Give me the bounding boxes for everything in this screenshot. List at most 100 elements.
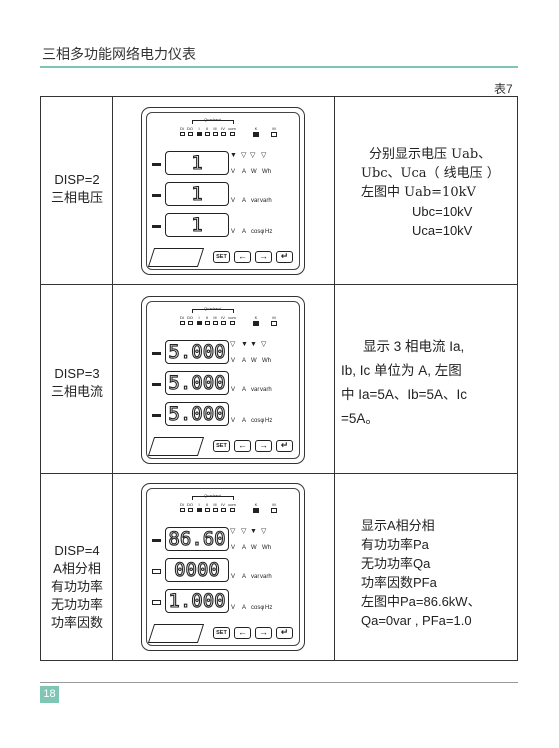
status-indicator: III <box>211 315 219 325</box>
set-button: SET <box>213 627 230 639</box>
indicator-segment <box>196 132 202 136</box>
unit-label: Wh <box>262 358 271 364</box>
description-line: 无功功率Qa <box>361 556 431 571</box>
indicator-label: IV <box>221 315 225 320</box>
left-arrow-button: ← <box>234 627 251 639</box>
m-indicator: M <box>270 126 278 137</box>
sign-segment <box>152 194 161 197</box>
hollow-triangle-icon: ▽ <box>241 152 247 159</box>
unit-label: var <box>251 387 260 393</box>
lcd-digits: 1 0.00 <box>165 151 229 175</box>
indicator-label: DO <box>187 126 193 131</box>
page-header-title: 三相多功能网络电力仪表 <box>42 46 196 62</box>
unit-labels: V▽A▽W▼Wh▽ <box>230 527 283 553</box>
unit-label: Hz <box>265 229 273 235</box>
lcd-digits: 1.000 <box>165 589 229 613</box>
lcd-digits: 5.000 <box>165 371 229 395</box>
indicator-label: IV <box>221 126 225 131</box>
hollow-triangle-icon: ▽ <box>261 341 267 348</box>
lcd-digits: 0000 <box>165 558 229 582</box>
unit-label: varh <box>260 387 272 393</box>
unit-label: A <box>242 229 247 235</box>
unit-label: V <box>231 169 236 175</box>
meter-button-row: SET ← → ↵ <box>147 437 297 459</box>
lcd-digits: 5.000 <box>165 402 229 426</box>
indicator-segment <box>229 321 235 325</box>
description-line: 中 Ia=5A、Ib=5A、Ic <box>341 387 468 402</box>
unit-label: A <box>242 605 247 611</box>
hollow-triangle-icon: ▽ <box>261 152 267 159</box>
right-arrow-button: → <box>255 627 272 639</box>
status-indicator: II <box>203 502 211 512</box>
set-button: SET <box>213 440 230 452</box>
indicator-label: K <box>254 315 258 320</box>
unit-label: A <box>242 545 247 551</box>
indicator-segment <box>179 132 185 136</box>
unit-labels: V▽A▼W▼Wh▽ <box>230 340 283 366</box>
lcd-line: 1 0.00V▼A▽W▽Wh▽ <box>152 151 282 179</box>
indicator-segment <box>253 132 259 137</box>
enter-button: ↵ <box>276 251 293 263</box>
meter-frame <box>141 296 305 464</box>
description-line: 分别显示电压 Uab、 <box>369 147 492 162</box>
enter-button: ↵ <box>276 440 293 452</box>
meter-bezel <box>146 488 300 646</box>
left-arrow-button: ← <box>234 440 251 452</box>
right-arrow-button: → <box>255 440 272 452</box>
right-arrow-button: → <box>255 251 272 263</box>
mode-label-line: A相分相 <box>53 561 101 576</box>
status-indicator: com <box>228 126 236 136</box>
k-indicator: K <box>252 502 260 513</box>
unit-label: cosφ <box>251 418 265 424</box>
status-indicator: DO <box>186 126 194 136</box>
status-indicator: II <box>203 315 211 325</box>
indicator-segment <box>212 321 218 325</box>
quadrant-label: Quadrant <box>204 306 221 311</box>
sign-segment <box>152 352 161 355</box>
quadrant-label: Quadrant <box>204 117 221 122</box>
status-indicator: IV <box>219 126 227 136</box>
sign-segment <box>152 569 161 574</box>
ir-window <box>147 624 205 643</box>
indicator-label: II <box>205 315 209 320</box>
page-number: 18 <box>40 686 59 703</box>
indicator-label: III <box>213 315 217 320</box>
meter-frame <box>141 107 305 275</box>
description-line: Uca=10kV <box>412 223 473 238</box>
filled-triangle-icon: ▼ <box>241 341 248 348</box>
status-indicator: com <box>228 315 236 325</box>
unit-label: V <box>231 358 236 364</box>
meter-bezel <box>146 112 300 270</box>
status-indicator: I <box>195 502 203 512</box>
indicator-segment <box>196 508 202 512</box>
unit-label: V <box>231 229 236 235</box>
indicator-segment <box>212 508 218 512</box>
mode-label-line: 三相电流 <box>50 384 103 399</box>
indicator-segment <box>220 132 226 136</box>
lcd-digits: 1 0.00 <box>165 213 229 237</box>
indicator-segment <box>204 321 210 325</box>
indicator-label: K <box>254 502 258 507</box>
unit-label: V <box>231 418 236 424</box>
status-indicator: III <box>211 502 219 512</box>
description-line: 显示A相分相 <box>361 518 435 533</box>
unit-label: A <box>242 387 247 393</box>
mode-label-line: DISP=4 <box>54 543 100 558</box>
